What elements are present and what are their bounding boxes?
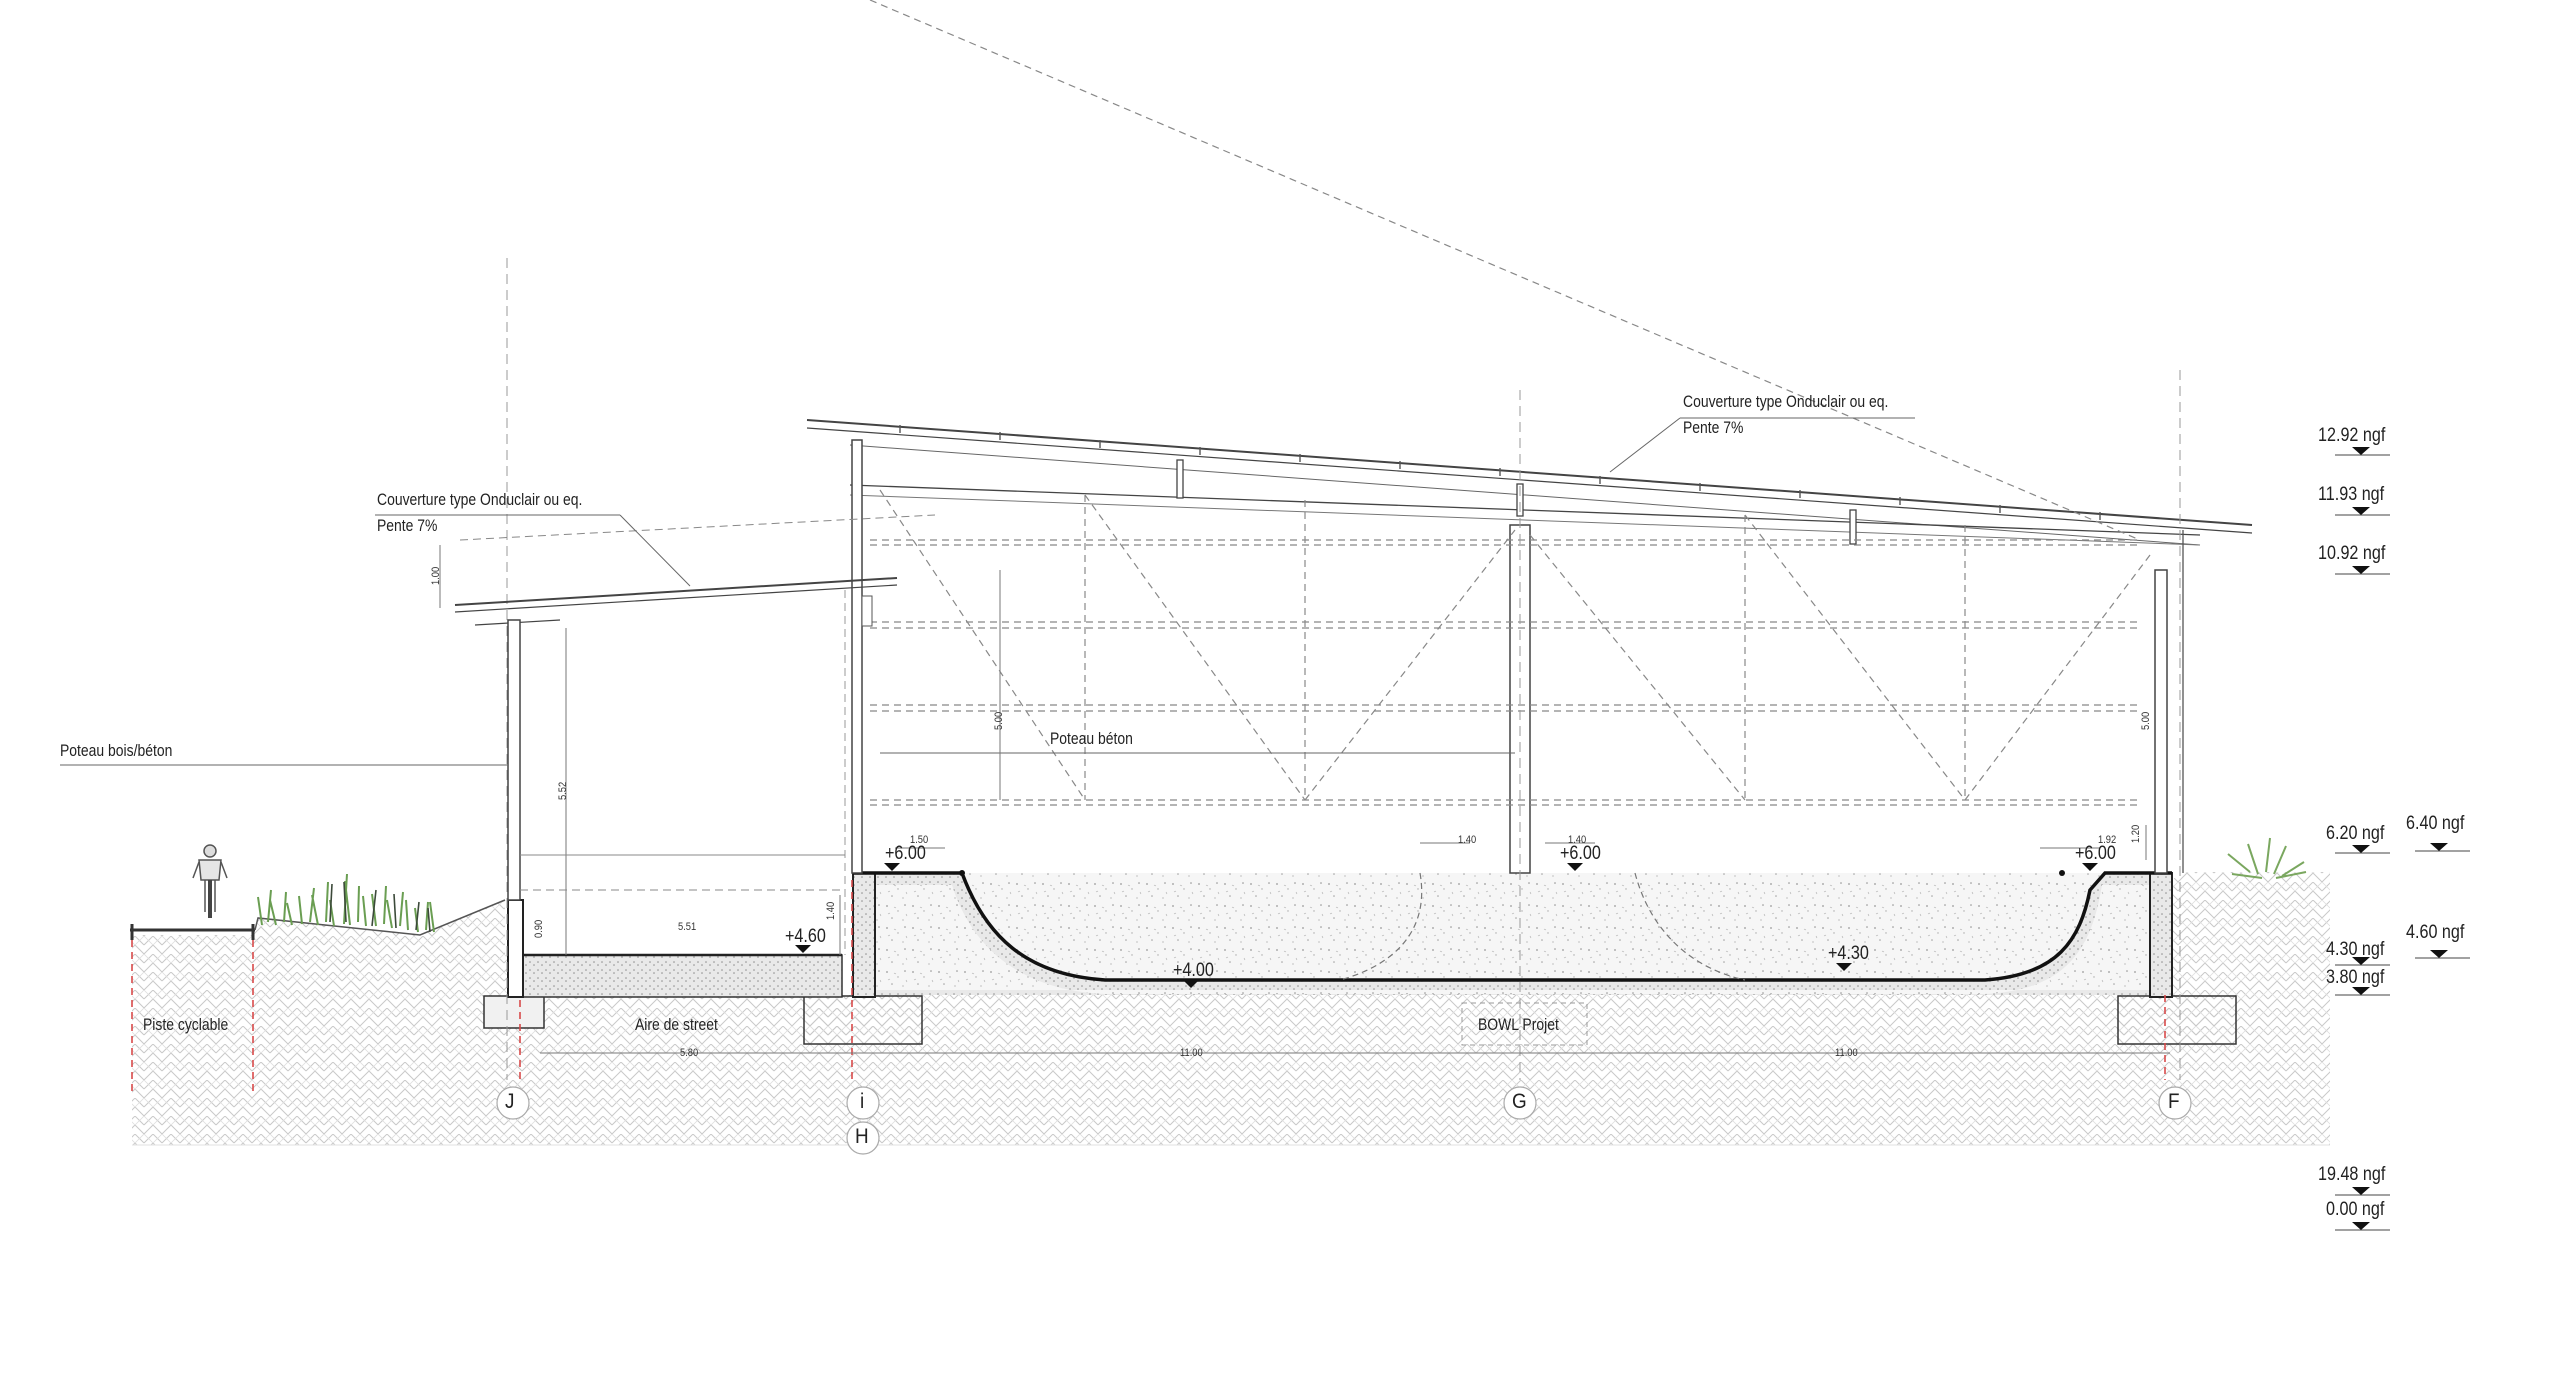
- ngf-0-00: 0.00 ngf: [2326, 1199, 2385, 1220]
- lean-to-bracket: [861, 595, 873, 627]
- dim-552: 5.52: [557, 781, 569, 800]
- callout-roof-left-2: Pente 7%: [377, 516, 438, 535]
- axis-J: J: [505, 1090, 515, 1113]
- footing-H: [803, 995, 923, 1045]
- ngf-6-40: 6.40 ngf: [2406, 813, 2465, 834]
- roof-studs: [1176, 459, 1857, 545]
- dim-140-v: 1.40: [825, 901, 837, 920]
- lean-to-roof: [454, 577, 898, 626]
- ngf-6-20: 6.20 ngf: [2326, 823, 2385, 844]
- callout-post-concrete: Poteau béton: [1050, 729, 1133, 748]
- axis-bubbles: [496, 1086, 2192, 1155]
- ngf-4-60: 4.60 ngf: [2406, 922, 2465, 943]
- axis-F: F: [2168, 1090, 2180, 1113]
- bracing: [869, 0, 2151, 806]
- level-bowl-top-left: +6.00: [885, 843, 926, 864]
- bowl-hidden-lines: [1339, 872, 1746, 981]
- dim-1100-b: 11.00: [1835, 1047, 1858, 1059]
- main-roof: [806, 419, 2253, 546]
- street-slab: [519, 954, 843, 998]
- dim-140-a: 1.40: [1458, 834, 1477, 846]
- dim-100: 1.00: [430, 566, 442, 585]
- lean-to-post: [507, 619, 521, 901]
- planted-berm: [254, 899, 506, 936]
- cyclist-figure: [192, 844, 228, 918]
- ngf-11-93: 11.93 ngf: [2318, 484, 2385, 505]
- callout-roof-right-2: Pente 7%: [1683, 418, 1744, 437]
- footing-F: [2117, 995, 2237, 1045]
- bowl-wall-left: [852, 872, 876, 998]
- ngf-ticks: [2335, 454, 2470, 1231]
- axis-lines: [506, 258, 2181, 1080]
- dim-500-left: 5.00: [993, 711, 1005, 730]
- label-street-area: Aire de street: [635, 1015, 718, 1034]
- dim-090: 0.90: [533, 919, 545, 938]
- ngf-10-92: 10.92 ngf: [2318, 543, 2386, 564]
- dim-192: 1.92: [2098, 834, 2117, 846]
- callout-roof-left-1: Couverture type Onduclair ou eq.: [377, 490, 583, 509]
- dim-120: 1.20: [2130, 824, 2142, 843]
- dim-500-right: 5.00: [2140, 711, 2152, 730]
- level-bowl-top-mid: +6.00: [1560, 843, 1601, 864]
- bowl-shell: [858, 873, 2168, 995]
- ngf-19-48: 19.48 ngf: [2318, 1164, 2386, 1185]
- ngf-3-80: 3.80 ngf: [2326, 967, 2385, 988]
- callout-post-wood: Poteau bois/béton: [60, 741, 173, 760]
- dim-580: 5.80: [680, 1047, 699, 1059]
- bowl-label-box: [1461, 1002, 1588, 1046]
- dim-551: 5.51: [678, 921, 697, 933]
- ground-earth: [132, 872, 2330, 1145]
- label-bowl: BOWL Projet: [1478, 1015, 1559, 1034]
- red-axes: [131, 880, 2166, 1095]
- ngf-markers: [2352, 447, 2448, 1230]
- bowl-surface: [853, 871, 2172, 982]
- leader-lines: [60, 417, 1915, 766]
- dim-1100-a: 11.00: [1180, 1047, 1203, 1059]
- callout-roof-right-1: Couverture type Onduclair ou eq.: [1683, 392, 1889, 411]
- level-street: +4.60: [785, 926, 826, 947]
- coping-right: [2059, 870, 2065, 876]
- bowl-wall-right: [2149, 872, 2173, 998]
- vegetation-left-dark: [329, 881, 431, 933]
- label-bike-path: Piste cyclable: [143, 1015, 229, 1034]
- level-bowl-top-right: +6.00: [2075, 843, 2116, 864]
- dim-150: 1.50: [910, 834, 929, 846]
- wall-J: [507, 899, 524, 998]
- axis-H: H: [855, 1125, 869, 1148]
- dimension-lines: [439, 545, 2170, 1054]
- coping-left: [959, 870, 965, 876]
- axis-G: G: [1512, 1090, 1527, 1113]
- level-markers: [795, 863, 2098, 988]
- dim-140-b: 1.40: [1568, 834, 1587, 846]
- ngf-12-92: 12.92 ngf: [2318, 425, 2386, 446]
- ngf-4-30: 4.30 ngf: [2326, 939, 2385, 960]
- level-bowl-bottom-right: +4.30: [1828, 943, 1869, 964]
- footing-J: [483, 995, 545, 1029]
- axis-i: i: [860, 1090, 865, 1113]
- lean-to-guides: [459, 514, 936, 891]
- roof-purlins: [899, 425, 2101, 520]
- level-bowl-bottom-left: +4.00: [1173, 960, 1214, 981]
- vegetation-right: [2227, 837, 2307, 879]
